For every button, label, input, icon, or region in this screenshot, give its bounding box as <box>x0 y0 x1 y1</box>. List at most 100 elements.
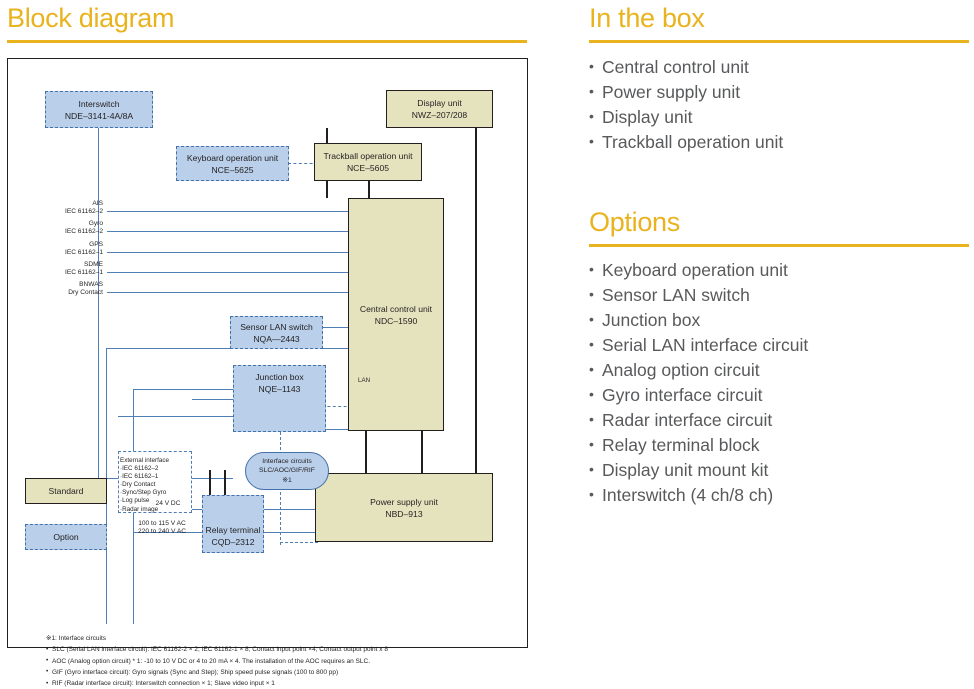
options-item-0: Keyboard operation unit <box>589 257 808 283</box>
signal-gps-standard: IEC 61162–1 <box>64 249 103 257</box>
block-sensorlan-name: Sensor LAN switch <box>240 321 313 332</box>
external-interface-item-4: ·Log pulse <box>120 497 150 505</box>
options-title: Options <box>589 207 680 237</box>
wire-relay-stub-b <box>224 470 226 502</box>
in-the-box-title: In the box <box>589 3 705 33</box>
options-item-6: Radar interface circuit <box>589 407 808 433</box>
in-the-box-item-1: Power supply unit <box>589 79 783 105</box>
block-diagram-title-rule <box>7 40 527 43</box>
legend-option: Option <box>25 524 107 550</box>
wire-signal-gps <box>107 252 348 253</box>
in-the-box-item-0: Central control unit <box>589 54 783 80</box>
signal-gyro-standard: IEC 61162–2 <box>64 228 103 236</box>
options-item-7: Relay terminal block <box>589 432 808 458</box>
interface-circuits-line2: SLC/AOC/GIF/RIF <box>259 467 315 475</box>
external-interface-item-5: ·Radar image <box>120 505 159 513</box>
in-the-box-item-3: Trackball operation unit <box>589 129 783 155</box>
legend-standard-label: Standard <box>48 486 84 496</box>
block-relay-terminal[interactable]: Relay terminal CQD–2312 <box>202 495 264 553</box>
block-power-supply-unit[interactable]: Power supply unit NBD–913 <box>315 473 493 542</box>
wire-central-to-power-b <box>421 431 423 473</box>
options-item-4: Analog option circuit <box>589 357 808 383</box>
wire-signal-ais <box>107 211 348 212</box>
power-label-dc: 24 V DC <box>155 500 181 507</box>
block-relay-model: CQD–2312 <box>211 537 255 547</box>
external-interface-item-1: ·IEC 61162–1 <box>120 473 159 481</box>
options-rule <box>589 244 969 247</box>
block-power-model: NBD–913 <box>385 508 423 519</box>
wire-trackball-to-central <box>368 181 370 198</box>
block-interface-circuits[interactable]: Interface circuits SLC/AOC/GIF/RIF ※1 <box>245 452 329 490</box>
block-junction-name: Junction box <box>255 372 304 382</box>
footnote-line-2: GIF (Gyro interface circuit): Gyro signa… <box>46 666 388 678</box>
block-central-control-unit[interactable]: Central control unit NDC–1590 <box>348 198 444 431</box>
external-interface-list: External interface·IEC 61162–2·IEC 61162… <box>120 457 169 514</box>
wire-interswitch-vertical <box>98 128 99 478</box>
signal-gps-name: GPS <box>89 241 103 248</box>
wire-display-to-power <box>475 128 477 542</box>
interface-circuits-line1: Interface circuits <box>262 457 312 465</box>
footnotes: ※1: Interface circuits SLC (Serial LAN i… <box>46 633 388 689</box>
external-interface-title: External interface <box>120 457 170 464</box>
options-item-5: Gyro interface circuit <box>589 382 808 408</box>
block-display-unit-model: NWZ–207/208 <box>411 110 468 120</box>
footnote-line-1: AOC (Analog option circuit) * 1: -10 to … <box>46 655 388 667</box>
footnotes-heading: ※1: Interface circuits <box>46 635 106 642</box>
block-trackball-operation-unit[interactable]: Trackball operation unit NCE–5605 <box>314 143 422 181</box>
signal-ais-standard: IEC 61162–2 <box>64 208 103 216</box>
block-central-model: NDC–1590 <box>374 315 418 326</box>
external-interface-item-3: ·Sync/Step Gyro <box>120 489 167 497</box>
wire-keyboard-to-trackball-dashed <box>288 163 318 164</box>
block-relay-name: Relay terminal <box>205 525 261 535</box>
footnote-lines: SLC (Serial LAN interface circuit): IEC … <box>46 644 388 689</box>
options-item-3: Serial LAN interface circuit <box>589 332 808 358</box>
legend-option-label: Option <box>53 532 79 542</box>
signal-label-gps: GPS IEC 61162–1 <box>13 241 103 257</box>
wire-external-to-junction-lower <box>118 416 233 417</box>
external-interface-item-0: ·IEC 61162–2 <box>120 465 159 473</box>
block-keyboard-name: Keyboard operation unit <box>186 152 279 163</box>
block-display-unit[interactable]: Display unit NWZ–207/208 <box>386 90 493 128</box>
external-interface-group <box>118 451 192 513</box>
block-diagram-frame: AIS IEC 61162–2 Gyro IEC 61162–2 GPS IEC… <box>7 58 528 689</box>
block-keyboard-model: NCE–5625 <box>211 164 254 175</box>
wire-interface-to-power-dashed <box>280 542 318 543</box>
footnote-line-0: SLC (Serial LAN interface circuit): IEC … <box>46 644 388 656</box>
wire-signal-sdme <box>107 272 348 273</box>
block-central-name: Central control unit <box>359 303 433 314</box>
block-sensorlan-model: NQA—2443 <box>253 333 300 344</box>
in-the-box-item-2: Display unit <box>589 104 783 130</box>
wire-signal-gyro <box>107 231 348 232</box>
block-interswitch-name: Interswitch <box>78 98 120 109</box>
wire-central-to-power-a <box>365 431 367 473</box>
options-item-9: Interswitch (4 ch/8 ch) <box>589 482 808 508</box>
wire-external-to-junction-upper <box>192 399 233 400</box>
signal-gyro-name: Gyro <box>88 220 103 227</box>
in-the-box-list: Central control unitPower supply unitDis… <box>589 54 783 155</box>
in-the-box-rule <box>589 40 969 43</box>
lan-label: LAN <box>358 377 371 384</box>
interface-circuits-note-ref: ※1 <box>282 476 292 484</box>
block-interswitch[interactable]: Interswitch NDE–3141-4A/8A <box>45 91 153 128</box>
block-junction-box[interactable]: Junction box NQE–1143 <box>233 365 326 432</box>
wire-signal-bnwas <box>107 292 348 293</box>
legend-standard: Standard <box>25 478 107 504</box>
signal-label-sdme: SDME IEC 61162–1 <box>13 261 103 277</box>
power-label-ac: 100 to 115 V AC 220 to 240 V AC <box>126 520 198 537</box>
block-junction-model: NQE–1143 <box>258 384 301 394</box>
signal-label-bnwas: BNWAS Dry Contact <box>13 281 103 297</box>
power-label-ac-line2: 220 to 240 V AC <box>137 528 187 536</box>
signal-sdme-standard: IEC 61162–1 <box>64 269 103 277</box>
signal-ais-name: AIS <box>92 200 103 207</box>
block-trackball-name: Trackball operation unit <box>323 151 413 161</box>
block-sensor-lan-switch[interactable]: Sensor LAN switch NQA—2443 <box>230 316 323 349</box>
wire-sensorlan-left-bus <box>106 348 230 349</box>
block-keyboard-operation-unit[interactable]: Keyboard operation unit NCE–5625 <box>176 146 289 181</box>
signal-sdme-name: SDME <box>83 261 103 268</box>
footnote-line-3: RIF (Radar interface circuit): Interswit… <box>46 678 388 689</box>
block-display-unit-name: Display unit <box>417 98 462 108</box>
wire-sensorlan-right-stub <box>323 348 353 349</box>
options-item-8: Display unit mount kit <box>589 457 808 483</box>
power-label-ac-line1: 100 to 115 V AC <box>138 520 186 527</box>
wire-sensorlan-to-central <box>323 327 349 328</box>
